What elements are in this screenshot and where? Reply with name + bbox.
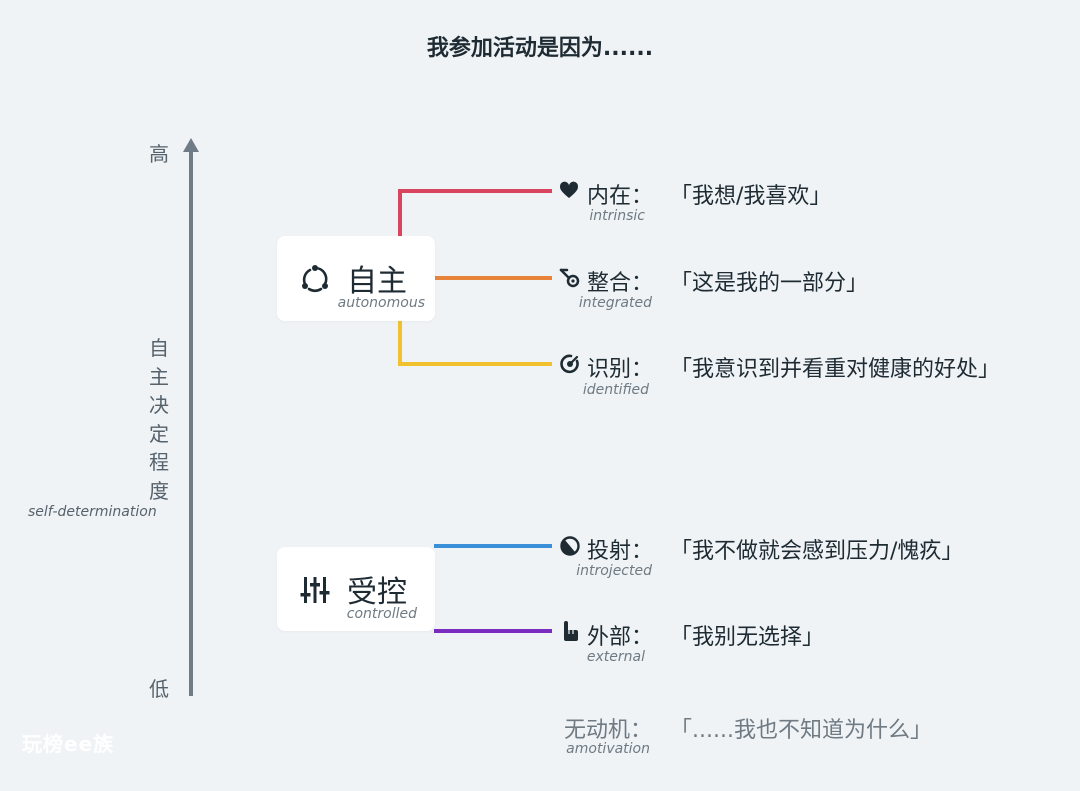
puzzle-icon (559, 268, 580, 288)
cycle-icon (302, 265, 328, 293)
axis-char: 程 (149, 450, 169, 475)
controlled-box: 受控 controlled (277, 547, 435, 631)
amotivation-label: 无动机： (564, 718, 653, 743)
category-external-label: 外部： (587, 625, 654, 650)
axis-high-label: 高 (149, 142, 169, 166)
category-introjected-quote: 「我不做就会感到压力/愧疚」 (670, 539, 964, 564)
page-title: 我参加活动是因为...... (426, 36, 654, 61)
axis-char: 决 (149, 393, 169, 418)
axis-char: 主 (149, 364, 169, 389)
target-icon (560, 354, 579, 374)
axis-char: 定 (149, 421, 169, 446)
category-external-quote: 「我别无选择」 (670, 625, 825, 650)
autonomous-box: 自主 autonomous (277, 236, 435, 321)
category-introjected-sub: introjected (576, 563, 652, 579)
axis-label-english: self-determination (28, 504, 157, 520)
sliders-icon (300, 577, 330, 603)
half-circle-icon (560, 536, 580, 556)
axis-char: 自 (149, 336, 169, 360)
category-identified-quote: 「我意识到并看重对健康的好处」 (670, 357, 1001, 382)
connector-integrated (434, 276, 552, 280)
connector-intrinsic-vertical (398, 189, 402, 237)
autonomous-subtitle: autonomous (337, 295, 425, 311)
category-external-sub: external (586, 649, 645, 665)
amotivation-sub: amotivation (566, 741, 650, 757)
watermark: 玩榜ee族 (22, 732, 115, 756)
axis-arrow (183, 138, 199, 696)
connector-identified-vertical (398, 320, 402, 364)
axis-label-vertical: 自 主 决 定 程 度 (146, 334, 172, 506)
heart-icon (559, 181, 579, 198)
axis-char: 度 (149, 478, 169, 503)
category-intrinsic-quote: 「我想/我喜欢」 (670, 184, 832, 209)
category-identified-sub: identified (582, 382, 649, 398)
connector-introjected (434, 544, 552, 548)
category-intrinsic-sub: intrinsic (589, 208, 645, 224)
connector-intrinsic-horizontal (398, 189, 552, 193)
category-integrated-sub: integrated (578, 295, 652, 311)
autonomous-title: 自主 (347, 264, 407, 299)
connector-external (434, 629, 552, 633)
controlled-subtitle: controlled (346, 606, 417, 622)
category-intrinsic-label: 内在： (587, 184, 654, 209)
controlled-title: 受控 (347, 575, 407, 610)
axis-low-label: 低 (149, 677, 169, 701)
axis-arrow-shaft (189, 150, 193, 696)
category-introjected-label: 投射： (587, 539, 654, 564)
category-integrated-quote: 「这是我的一部分」 (670, 271, 869, 296)
category-identified-label: 识别： (587, 357, 654, 382)
amotivation-quote: 「......我也不知道为什么」 (670, 718, 932, 743)
category-integrated-label: 整合： (587, 271, 654, 296)
axis-arrow-head (183, 138, 199, 152)
pointing-hand-icon (564, 621, 578, 641)
connector-identified-horizontal (398, 362, 552, 366)
